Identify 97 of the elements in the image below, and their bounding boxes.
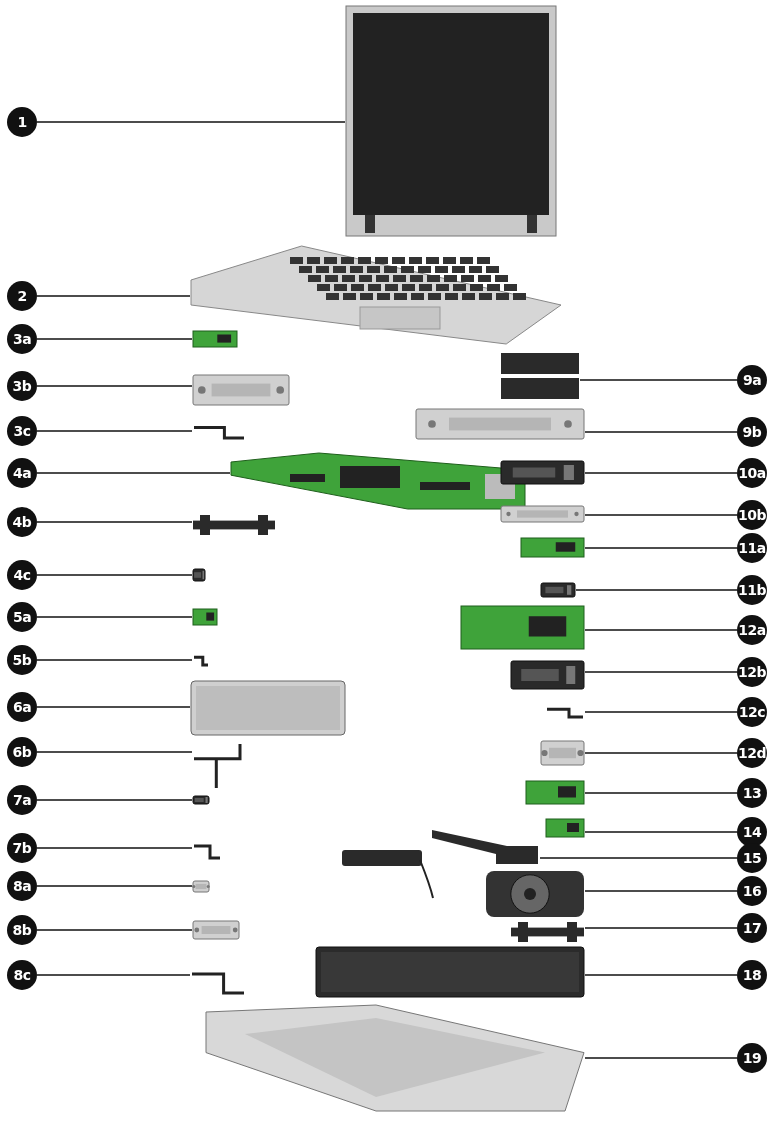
- bracket-drawing: [192, 514, 276, 536]
- leader-line: [584, 1057, 738, 1059]
- bottom-cover-drawing: [205, 1004, 585, 1112]
- card-drawing: [545, 818, 585, 838]
- leader-line: [36, 885, 193, 887]
- callout-number: 7b: [7, 833, 37, 863]
- bracket-drawing: [192, 568, 206, 582]
- leader-line: [36, 472, 231, 474]
- cable-drawing: [545, 705, 585, 719]
- bracket-drawing: [192, 374, 290, 406]
- circuit-board-drawing: [192, 608, 218, 626]
- leader-line: [539, 857, 738, 859]
- callout-number: 13: [737, 778, 767, 808]
- leader-line: [579, 379, 738, 381]
- bracket-drawing: [192, 880, 210, 893]
- callout-number: 12c: [737, 697, 767, 727]
- circuit-board-drawing: [460, 605, 585, 650]
- callout-number: 8c: [7, 960, 37, 990]
- leader-line: [36, 430, 193, 432]
- leader-line: [36, 295, 191, 297]
- callout-number: 4a: [7, 458, 37, 488]
- leader-line: [36, 974, 191, 976]
- callout-number: 6a: [7, 692, 37, 722]
- cable-drawing: [510, 660, 585, 690]
- callout-number: 15: [737, 843, 767, 873]
- circuit-board-drawing: [192, 330, 238, 348]
- bracket-drawing: [192, 920, 240, 940]
- callout-number: 1: [7, 107, 37, 137]
- callout-number: 4b: [7, 507, 37, 537]
- leader-line: [36, 751, 193, 753]
- leader-line: [36, 521, 193, 523]
- shield-drawing: [415, 408, 585, 440]
- leader-line: [584, 671, 738, 673]
- pad-drawing: [540, 582, 576, 598]
- callout-number: 10b: [737, 500, 767, 530]
- leader-line: [584, 792, 738, 794]
- battery-drawing: [315, 946, 585, 998]
- system-board-drawing: [230, 452, 526, 510]
- leader-line: [36, 574, 193, 576]
- leader-line: [36, 847, 193, 849]
- keyboard-top-cover-drawing: [190, 245, 562, 345]
- speaker-drawing: [510, 921, 585, 943]
- drive-drawing: [500, 352, 580, 400]
- leader-line: [584, 974, 738, 976]
- leader-line: [584, 629, 738, 631]
- callout-number: 3c: [7, 416, 37, 446]
- leader-line: [584, 472, 738, 474]
- callout-number: 9b: [737, 417, 767, 447]
- callout-number: 16: [737, 876, 767, 906]
- callout-number: 3a: [7, 324, 37, 354]
- leader-line: [36, 799, 193, 801]
- callout-number: 12b: [737, 657, 767, 687]
- leader-line: [584, 890, 738, 892]
- leader-line: [584, 711, 738, 713]
- callout-number: 19: [737, 1043, 767, 1073]
- callout-number: 17: [737, 913, 767, 943]
- drive-drawing: [500, 460, 585, 485]
- callout-number: 5b: [7, 645, 37, 675]
- display-assembly-drawing: [345, 5, 557, 237]
- card-drawing: [525, 780, 585, 805]
- fan-drawing: [485, 870, 585, 918]
- leader-line: [584, 514, 738, 516]
- leader-line: [584, 547, 738, 549]
- leader-line: [36, 659, 193, 661]
- circuit-board-drawing: [520, 537, 585, 558]
- leader-line: [36, 616, 193, 618]
- bracket-drawing: [500, 505, 585, 523]
- callout-number: 4c: [7, 560, 37, 590]
- callout-number: 2: [7, 281, 37, 311]
- callout-number: 14: [737, 817, 767, 847]
- bracket-drawing: [192, 795, 210, 805]
- callout-number: 7a: [7, 785, 37, 815]
- cable-drawing: [192, 653, 210, 667]
- callout-number: 18: [737, 960, 767, 990]
- callout-number: 8b: [7, 915, 37, 945]
- callout-number: 10a: [737, 458, 767, 488]
- callout-number: 5a: [7, 602, 37, 632]
- leader-line: [36, 706, 191, 708]
- leader-line: [584, 927, 738, 929]
- leader-line: [36, 121, 346, 123]
- callout-number: 11a: [737, 533, 767, 563]
- leader-line: [584, 431, 738, 433]
- callout-number: 8a: [7, 871, 37, 901]
- callout-number: 12a: [737, 615, 767, 645]
- leader-line: [36, 338, 193, 340]
- connector-drawing: [540, 740, 585, 766]
- callout-number: 3b: [7, 371, 37, 401]
- touchpad-drawing: [190, 680, 346, 736]
- leader-line: [584, 831, 738, 833]
- callout-number: 11b: [737, 575, 767, 605]
- leader-line: [36, 929, 193, 931]
- callout-number: 9a: [737, 365, 767, 395]
- leader-line: [36, 385, 193, 387]
- callout-number: 12d: [737, 738, 767, 768]
- callout-number: 6b: [7, 737, 37, 767]
- leader-line: [584, 752, 738, 754]
- leader-line: [575, 589, 738, 591]
